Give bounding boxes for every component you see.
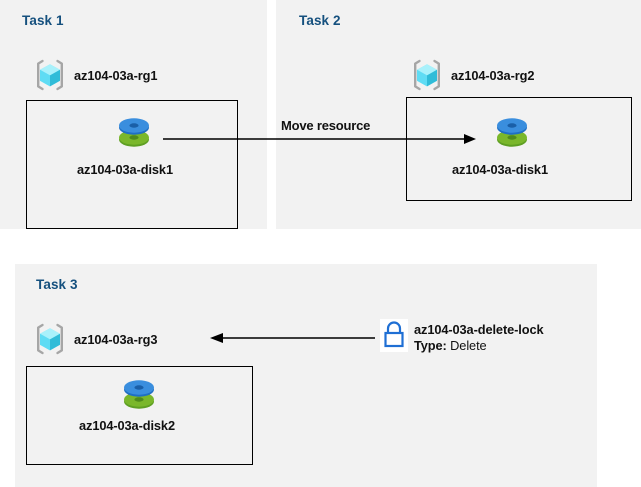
- delete-lock-type-key: Type:: [414, 338, 447, 353]
- task2-resource-group: az104-03a-rg2: [410, 58, 534, 92]
- task3-resource-group-label: az104-03a-rg3: [74, 331, 158, 347]
- move-resource-arrow: [163, 134, 476, 144]
- task1-resource-group: az104-03a-rg1: [33, 58, 157, 92]
- task2-resource-group-label: az104-03a-rg2: [451, 67, 535, 83]
- lock-applies-arrow: [210, 333, 375, 343]
- resource-group-icon: [33, 322, 67, 356]
- disk-icon: [117, 374, 161, 414]
- delete-lock-type: Type: Delete: [414, 338, 544, 354]
- task1-resource-label: az104-03a-disk1: [77, 162, 173, 177]
- resource-group-icon: [33, 58, 67, 92]
- delete-lock-type-value: Delete: [450, 338, 487, 353]
- task2-heading: Task 2: [299, 13, 341, 28]
- delete-lock-info: az104-03a-delete-lock Type: Delete: [414, 322, 544, 354]
- task3-resource-group: az104-03a-rg3: [33, 322, 157, 356]
- resource-group-icon: [410, 58, 444, 92]
- task1-resource-group-label: az104-03a-rg1: [74, 67, 158, 83]
- lock-icon: [380, 319, 408, 352]
- task1-heading: Task 1: [22, 13, 64, 28]
- disk-icon: [490, 112, 534, 152]
- disk-icon: [112, 112, 156, 152]
- task2-resource-label: az104-03a-disk1: [452, 162, 548, 177]
- task2-resource-box: [406, 97, 632, 201]
- task3-resource-label: az104-03a-disk2: [79, 418, 175, 433]
- move-resource-label: Move resource: [281, 118, 371, 133]
- delete-lock-name: az104-03a-delete-lock: [414, 322, 544, 337]
- task3-heading: Task 3: [36, 277, 78, 292]
